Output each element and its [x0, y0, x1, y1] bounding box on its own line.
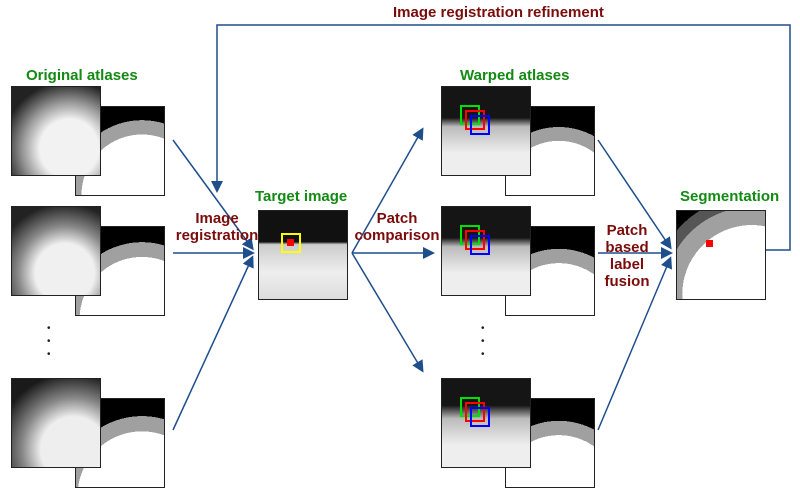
warped-ellipsis: ••• — [481, 323, 485, 360]
segmentation-result — [676, 210, 766, 300]
comparison-arrow-1 — [351, 127, 424, 254]
original-ellipsis: ••• — [47, 323, 51, 360]
warped-atlas-1 — [441, 86, 606, 198]
patch-red — [465, 402, 485, 422]
fusion-arrow-3 — [597, 256, 673, 431]
refinement-label: Image registration refinement — [393, 4, 604, 21]
fusion-arrow-1 — [597, 139, 672, 250]
registration-arrow-3 — [172, 255, 254, 431]
refinement-loop-arrow — [211, 24, 791, 251]
original-atlas-2 — [11, 206, 176, 318]
segmentation-label: Segmentation — [680, 188, 780, 205]
target-voxel — [287, 239, 294, 246]
registration-line-1: Image — [195, 210, 239, 227]
target-patch-box — [281, 233, 301, 253]
comparison-arrow-3 — [351, 252, 424, 373]
comparison-line-1: Patch — [376, 210, 418, 227]
fusion-line-1: Patch — [606, 222, 648, 239]
warped-atlas-3 — [441, 378, 606, 490]
warped-intensity-image — [441, 378, 531, 468]
warped-intensity-image — [441, 206, 531, 296]
target-image-label: Target image — [255, 188, 348, 205]
comparison-line-2: comparison — [354, 227, 440, 244]
original-atlas-1 — [11, 86, 176, 198]
registration-line-2: registration — [175, 227, 259, 244]
target-image — [258, 210, 348, 300]
patch-blue — [470, 115, 490, 135]
original-atlas-3 — [11, 378, 176, 490]
fusion-step-label: Patch based label fusion — [596, 222, 658, 290]
fusion-line-2: based — [605, 239, 649, 256]
fusion-line-3: label — [609, 256, 645, 273]
warped-atlas-2 — [441, 206, 606, 318]
atlas-intensity-image — [11, 86, 101, 176]
patch-blue — [470, 407, 490, 427]
warped-intensity-image — [441, 86, 531, 176]
warped-atlases-label: Warped atlases — [460, 67, 570, 84]
fusion-line-4: fusion — [604, 273, 650, 290]
original-atlases-label: Original atlases — [26, 67, 138, 84]
segmented-voxel — [706, 240, 713, 247]
atlas-intensity-image — [11, 206, 101, 296]
atlas-intensity-image — [11, 378, 101, 468]
patch-blue — [470, 235, 490, 255]
registration-arrow-1 — [172, 139, 254, 251]
comparison-step-label: Patch comparison — [352, 210, 442, 244]
registration-step-label: Image registration — [174, 210, 260, 244]
patch-red — [465, 230, 485, 250]
patch-red — [465, 110, 485, 130]
